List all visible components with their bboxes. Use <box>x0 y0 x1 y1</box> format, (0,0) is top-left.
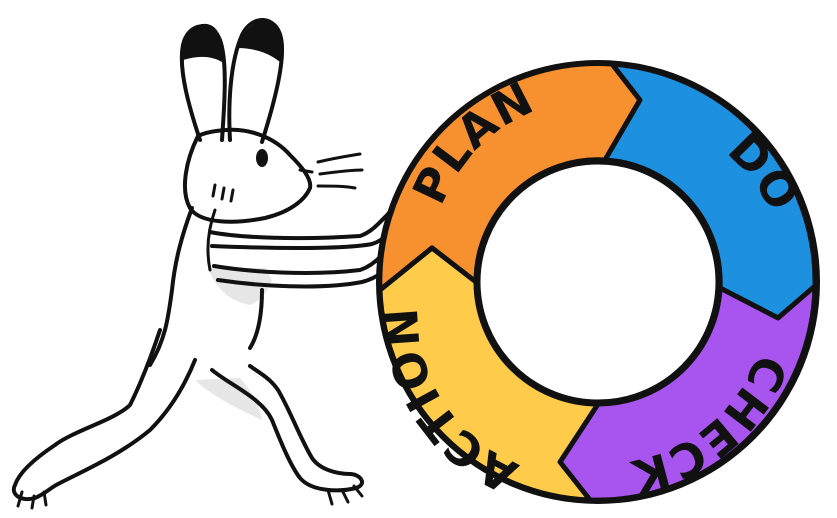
rabbit-head <box>185 130 310 222</box>
rabbit-ears <box>182 20 283 142</box>
rabbit-eye <box>256 149 268 167</box>
rabbit-front-leg <box>212 366 362 504</box>
rabbit-whiskers <box>318 154 362 188</box>
pdca-cycle: PLAN DO CHECK ACTION <box>374 60 820 504</box>
rabbit-back-leg <box>14 330 195 508</box>
rabbit-illustration <box>14 20 398 508</box>
cycle-center <box>478 162 718 402</box>
